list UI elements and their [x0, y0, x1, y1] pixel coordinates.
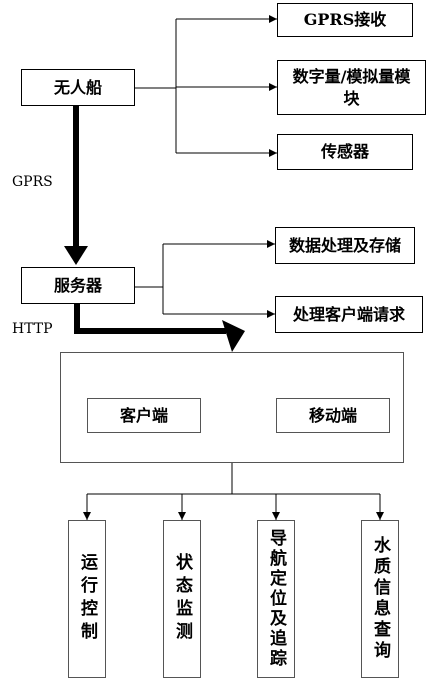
node-data-processing-label: 数据处理及存储 — [288, 235, 401, 255]
node-gprs-receive: GPRS接收 — [277, 3, 413, 37]
node-run-control-label: 运行控制 — [77, 553, 97, 645]
node-client-label: 客户端 — [119, 405, 168, 425]
node-navigation-label: 导航定位及追踪 — [266, 529, 286, 669]
edge-label-gprs: GPRS — [12, 174, 53, 190]
node-status-monitor: 状态监测 — [163, 520, 201, 678]
edge-label-http: HTTP — [12, 321, 53, 337]
node-mobile-label: 移动端 — [308, 405, 357, 425]
node-status-monitor-label: 状态监测 — [172, 553, 192, 645]
node-navigation: 导航定位及追踪 — [257, 520, 295, 678]
node-data-processing: 数据处理及存储 — [275, 227, 415, 264]
node-boat-label: 无人船 — [53, 77, 102, 97]
node-water-quality: 水质信息查询 — [361, 520, 399, 678]
node-sensor: 传感器 — [277, 134, 413, 170]
node-boat: 无人船 — [21, 69, 135, 106]
node-mobile: 移动端 — [276, 398, 390, 433]
node-digital-analog: 数字量/模拟量模块 — [277, 60, 426, 115]
node-handle-client-label: 处理客户端请求 — [292, 304, 405, 324]
node-run-control: 运行控制 — [68, 520, 106, 678]
node-sensor-label: 传感器 — [320, 142, 369, 161]
node-server-label: 服务器 — [53, 275, 102, 295]
node-server: 服务器 — [21, 267, 135, 304]
http-thick-arrow — [74, 304, 245, 352]
node-client: 客户端 — [87, 398, 201, 433]
node-digital-analog-label: 数字量/模拟量模块 — [292, 66, 411, 108]
node-handle-client: 处理客户端请求 — [275, 296, 423, 333]
gprs-thick-arrow — [64, 106, 88, 265]
node-gprs-receive-label: GPRS接收 — [303, 10, 387, 29]
node-water-quality-label: 水质信息查询 — [370, 536, 390, 662]
